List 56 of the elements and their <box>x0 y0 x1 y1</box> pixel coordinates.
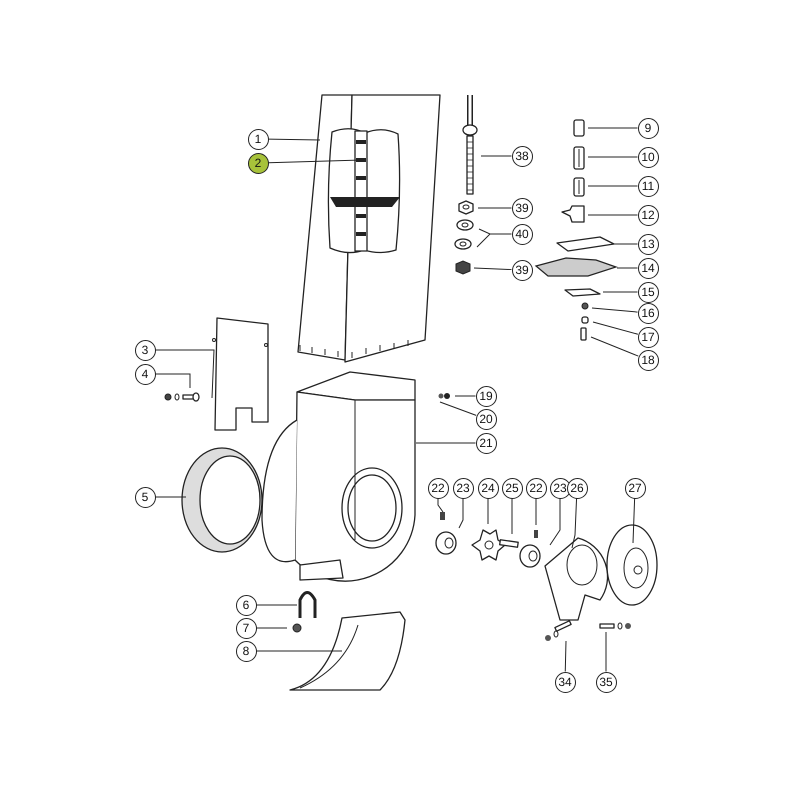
leader-line <box>416 442 476 444</box>
callout-number: 16 <box>638 302 658 324</box>
leader-line <box>155 374 190 388</box>
leader-line <box>592 308 638 313</box>
callout-number: 26 <box>566 478 588 498</box>
callout-number: 18 <box>638 350 658 370</box>
leader-line <box>155 496 186 498</box>
callout-number: 8 <box>236 640 256 662</box>
leader-line <box>564 640 566 672</box>
callout-number: 22 <box>428 478 448 498</box>
callout-number: 21 <box>476 432 496 454</box>
callout-number: 4 <box>134 364 156 384</box>
callout-number: 22 <box>526 478 546 498</box>
callout-number: 40 <box>512 224 532 244</box>
leader-line <box>268 138 320 140</box>
leader-line <box>155 350 215 398</box>
callout-number: 13 <box>638 234 658 254</box>
callout-number: 9 <box>638 118 658 138</box>
callout-number: 20 <box>476 408 496 430</box>
callout-number: 14 <box>638 258 658 278</box>
leader-line <box>256 650 342 652</box>
callout-number: 1 <box>248 128 268 150</box>
callout-number: 19 <box>476 386 496 406</box>
leader-line <box>440 402 477 416</box>
leader-line <box>256 604 298 606</box>
callout-number: 7 <box>236 618 256 638</box>
callout-number: 23 <box>550 478 570 498</box>
leader-line <box>572 498 578 548</box>
leader-line <box>590 336 639 357</box>
callout-number: 25 <box>502 478 522 498</box>
callout-number: 12 <box>638 204 658 226</box>
callout-number: 24 <box>478 478 498 498</box>
leader-line <box>476 234 512 248</box>
callout-number: 34 <box>554 672 576 692</box>
callout-number: 39 <box>512 198 532 218</box>
leader-line <box>550 498 560 546</box>
callout-number: 35 <box>596 672 616 692</box>
callout-number: 2 <box>248 152 268 174</box>
callout-number: 3 <box>134 340 156 360</box>
leader-line <box>588 156 638 158</box>
callout-number: 11 <box>638 176 658 196</box>
callout-number: 23 <box>452 478 474 498</box>
leader-line <box>592 322 638 335</box>
leader-line <box>438 498 444 512</box>
leader-line <box>632 498 636 544</box>
leader-line <box>474 268 512 270</box>
leader-line <box>458 498 464 528</box>
callout-number: 6 <box>236 594 256 616</box>
leader-line <box>588 214 638 216</box>
callout-number: 17 <box>638 326 658 348</box>
callout-number: 39 <box>512 260 532 280</box>
callout-number: 38 <box>512 146 532 166</box>
callout-number: 15 <box>638 282 658 302</box>
callout-number: 5 <box>134 486 156 508</box>
callout-number: 27 <box>624 478 646 498</box>
callout-number: 10 <box>638 146 658 168</box>
